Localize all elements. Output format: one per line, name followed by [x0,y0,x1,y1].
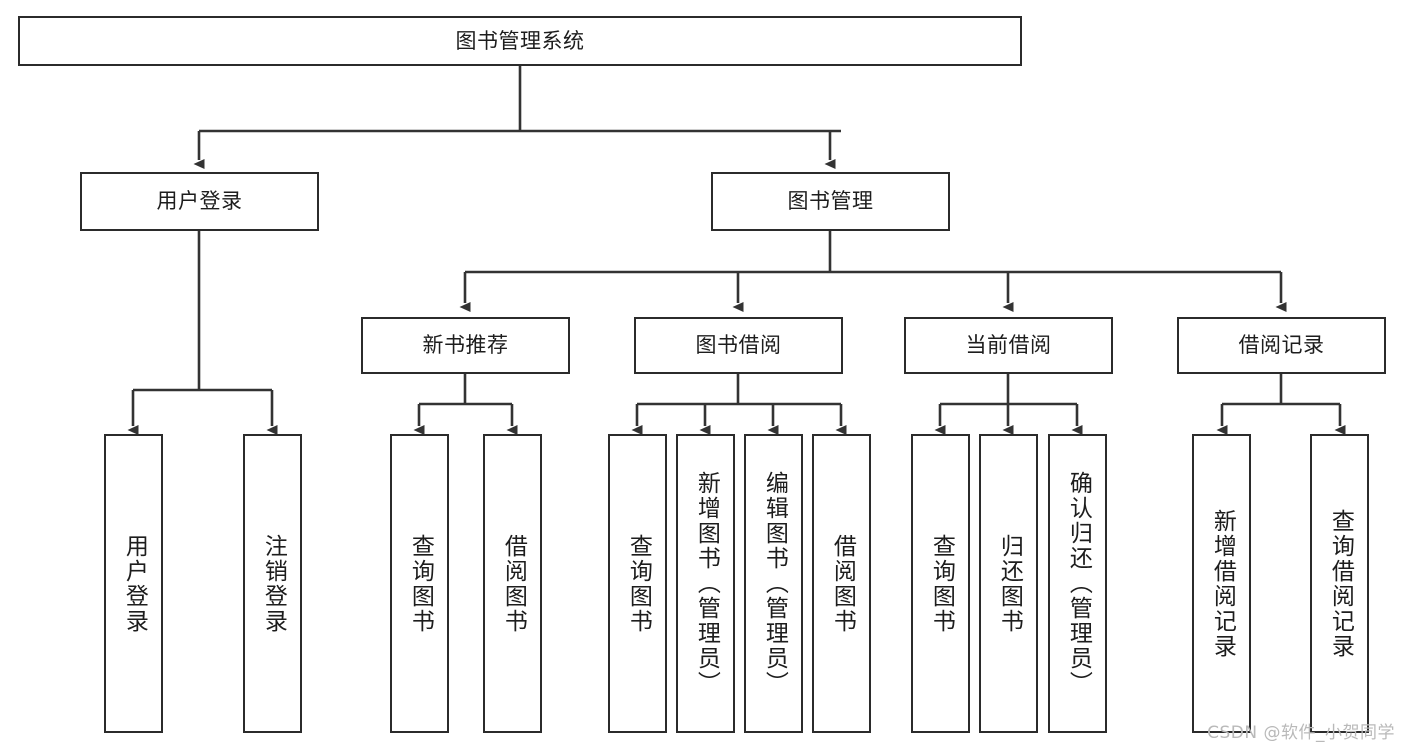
node-leaf-confirm-return-label: 确认归还（管理员） [1065,471,1092,696]
node-leaf-return-book-label: 归还图书 [996,533,1023,634]
node-leaf-edit-book[interactable]: 编辑图书（管理员） [744,434,803,733]
node-leaf-query-book-2[interactable]: 查询图书 [608,434,667,733]
node-leaf-logout-login-label: 注销登录 [260,533,287,634]
node-leaf-query-book-3[interactable]: 查询图书 [911,434,970,733]
node-leaf-borrow-book-2-label: 借阅图书 [829,533,856,634]
node-leaf-borrow-book-1-label: 借阅图书 [500,533,527,634]
node-user-login[interactable]: 用户登录 [80,172,319,231]
node-root[interactable]: 图书管理系统 [18,16,1022,66]
node-current-borrow[interactable]: 当前借阅 [904,317,1113,374]
node-new-book-recommend[interactable]: 新书推荐 [361,317,570,374]
node-leaf-add-record-label: 新增借阅记录 [1209,508,1236,659]
node-book-borrow-label: 图书借阅 [695,333,782,358]
node-new-book-recommend-label: 新书推荐 [422,333,509,358]
node-leaf-edit-book-label: 编辑图书（管理员） [761,471,788,696]
node-current-borrow-label: 当前借阅 [965,333,1052,358]
node-leaf-add-record[interactable]: 新增借阅记录 [1192,434,1251,733]
node-leaf-user-login-label: 用户登录 [121,533,148,634]
node-leaf-query-book-2-label: 查询图书 [625,533,652,634]
node-book-manage[interactable]: 图书管理 [711,172,950,231]
node-borrow-record[interactable]: 借阅记录 [1177,317,1386,374]
node-leaf-borrow-book-2[interactable]: 借阅图书 [812,434,871,733]
node-borrow-record-label: 借阅记录 [1238,333,1325,358]
node-leaf-confirm-return[interactable]: 确认归还（管理员） [1048,434,1107,733]
node-root-label: 图书管理系统 [455,28,585,53]
node-leaf-add-book-label: 新增图书（管理员） [693,471,720,696]
node-leaf-query-book-1-label: 查询图书 [407,533,434,634]
node-leaf-query-book-3-label: 查询图书 [928,533,955,634]
node-leaf-query-record-label: 查询借阅记录 [1327,508,1354,659]
node-user-login-label: 用户登录 [156,189,243,214]
node-leaf-borrow-book-1[interactable]: 借阅图书 [483,434,542,733]
watermark-text: CSDN @软件_小贺同学 [1207,723,1395,743]
node-leaf-logout-login[interactable]: 注销登录 [243,434,302,733]
node-leaf-query-book-1[interactable]: 查询图书 [390,434,449,733]
node-leaf-user-login[interactable]: 用户登录 [104,434,163,733]
node-book-borrow[interactable]: 图书借阅 [634,317,843,374]
node-book-manage-label: 图书管理 [787,189,874,214]
node-leaf-return-book[interactable]: 归还图书 [979,434,1038,733]
node-leaf-query-record[interactable]: 查询借阅记录 [1310,434,1369,733]
node-leaf-add-book[interactable]: 新增图书（管理员） [676,434,735,733]
